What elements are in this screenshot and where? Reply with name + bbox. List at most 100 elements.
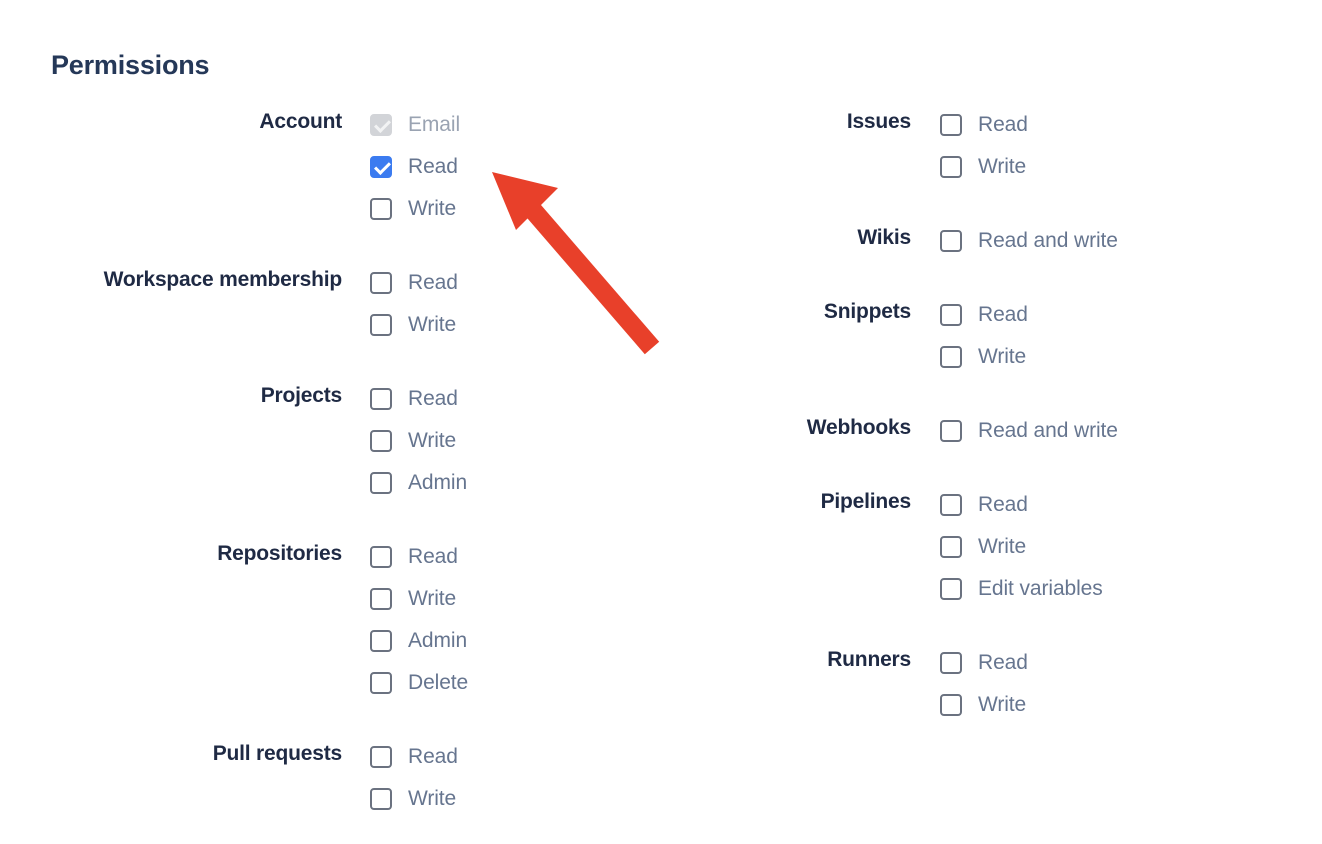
permission-option[interactable]: Write	[370, 420, 467, 462]
permission-option-label: Write	[978, 345, 1027, 368]
permission-option[interactable]: Admin	[370, 462, 467, 504]
permission-option-label: Read	[408, 155, 458, 178]
permission-option[interactable]: Read	[940, 484, 1103, 526]
permission-option[interactable]: Read	[370, 262, 458, 304]
permission-option[interactable]: Read	[940, 294, 1028, 336]
permission-option[interactable]: Write	[370, 304, 458, 346]
permission-group-label: Issues	[846, 110, 911, 133]
checkbox-checked[interactable]	[370, 156, 392, 178]
checkbox-unchecked[interactable]	[370, 388, 392, 410]
permission-option[interactable]: Edit variables	[940, 568, 1103, 610]
permission-option[interactable]: Read	[370, 736, 458, 778]
checkbox-unchecked[interactable]	[370, 272, 392, 294]
permission-option-label: Delete	[408, 671, 469, 694]
permission-option[interactable]: Email	[370, 104, 460, 146]
permission-group-label: Snippets	[823, 300, 911, 323]
checkbox-unchecked[interactable]	[940, 156, 962, 178]
permission-option-label: Read	[978, 493, 1028, 516]
permission-option-label: Read and write	[978, 229, 1118, 252]
checkbox-unchecked[interactable]	[940, 694, 962, 716]
permission-group-label: Webhooks	[806, 416, 911, 439]
permission-option[interactable]: Write	[940, 526, 1103, 568]
permission-option-label: Write	[408, 429, 457, 452]
permission-option[interactable]: Read	[370, 536, 468, 578]
permission-option[interactable]: Read and write	[940, 410, 1118, 452]
checkbox-unchecked[interactable]	[370, 430, 392, 452]
permission-option[interactable]: Read	[370, 146, 460, 188]
permission-group-label: Projects	[260, 384, 342, 407]
checkbox-unchecked[interactable]	[370, 472, 392, 494]
permission-option[interactable]: Write	[940, 684, 1028, 726]
checkbox-unchecked[interactable]	[940, 114, 962, 136]
permission-option-label: Write	[978, 693, 1027, 716]
permission-option-label: Edit variables	[978, 577, 1103, 600]
checkbox-unchecked[interactable]	[370, 588, 392, 610]
permission-group-label: Pull requests	[212, 742, 342, 765]
check-icon	[374, 158, 391, 175]
permission-group-label: Wikis	[857, 226, 911, 249]
checkbox-unchecked[interactable]	[940, 420, 962, 442]
permission-option-label: Admin	[408, 629, 468, 652]
page-title: Permissions	[51, 50, 210, 80]
permission-group-label: Account	[259, 110, 342, 133]
permission-option-label: Read and write	[978, 419, 1118, 442]
checkbox-unchecked[interactable]	[370, 788, 392, 810]
checkbox-unchecked[interactable]	[370, 314, 392, 336]
permission-option[interactable]: Write	[370, 188, 460, 230]
permission-option-label: Write	[408, 313, 457, 336]
permission-option[interactable]: Admin	[370, 620, 468, 662]
checkbox-unchecked[interactable]	[370, 746, 392, 768]
permission-option[interactable]: Read and write	[940, 220, 1118, 262]
permission-option-label: Read	[408, 545, 458, 568]
checkbox-disabled-checked	[370, 114, 392, 136]
permission-group: Webhooks Read and write	[660, 410, 1322, 452]
checkbox-unchecked[interactable]	[940, 346, 962, 368]
checkbox-unchecked[interactable]	[940, 652, 962, 674]
permission-group-label: Workspace membership	[103, 268, 343, 291]
checkbox-unchecked[interactable]	[940, 304, 962, 326]
permission-group-label: Pipelines	[820, 490, 912, 513]
permission-option[interactable]: Read	[940, 642, 1028, 684]
permission-option[interactable]: Write	[940, 336, 1028, 378]
permission-option-label: Read	[408, 387, 458, 410]
checkbox-unchecked[interactable]	[370, 546, 392, 568]
checkbox-unchecked[interactable]	[370, 630, 392, 652]
permission-option-label: Read	[978, 113, 1028, 136]
permission-group: Wikis Read and write	[660, 220, 1322, 262]
permission-option[interactable]: Read	[370, 378, 467, 420]
permission-option-label: Read	[978, 651, 1028, 674]
permission-option[interactable]: Write	[370, 778, 458, 820]
checkbox-unchecked[interactable]	[370, 672, 392, 694]
checkbox-unchecked[interactable]	[370, 198, 392, 220]
checkbox-unchecked[interactable]	[940, 536, 962, 558]
permission-option[interactable]: Write	[940, 146, 1028, 188]
checkbox-unchecked[interactable]	[940, 230, 962, 252]
permission-option[interactable]: Delete	[370, 662, 468, 704]
permission-option-list: Read and write	[940, 410, 1118, 452]
permission-option-label: Read	[408, 745, 458, 768]
permission-option-label: Write	[408, 197, 457, 220]
checkbox-unchecked[interactable]	[940, 494, 962, 516]
permission-group-label: Runners	[827, 648, 911, 671]
permission-option-label: Email	[408, 113, 461, 136]
permission-option[interactable]: Read	[940, 104, 1028, 146]
permission-option-label: Read	[978, 303, 1028, 326]
permission-option[interactable]: Write	[370, 578, 468, 620]
checkbox-unchecked[interactable]	[940, 578, 962, 600]
